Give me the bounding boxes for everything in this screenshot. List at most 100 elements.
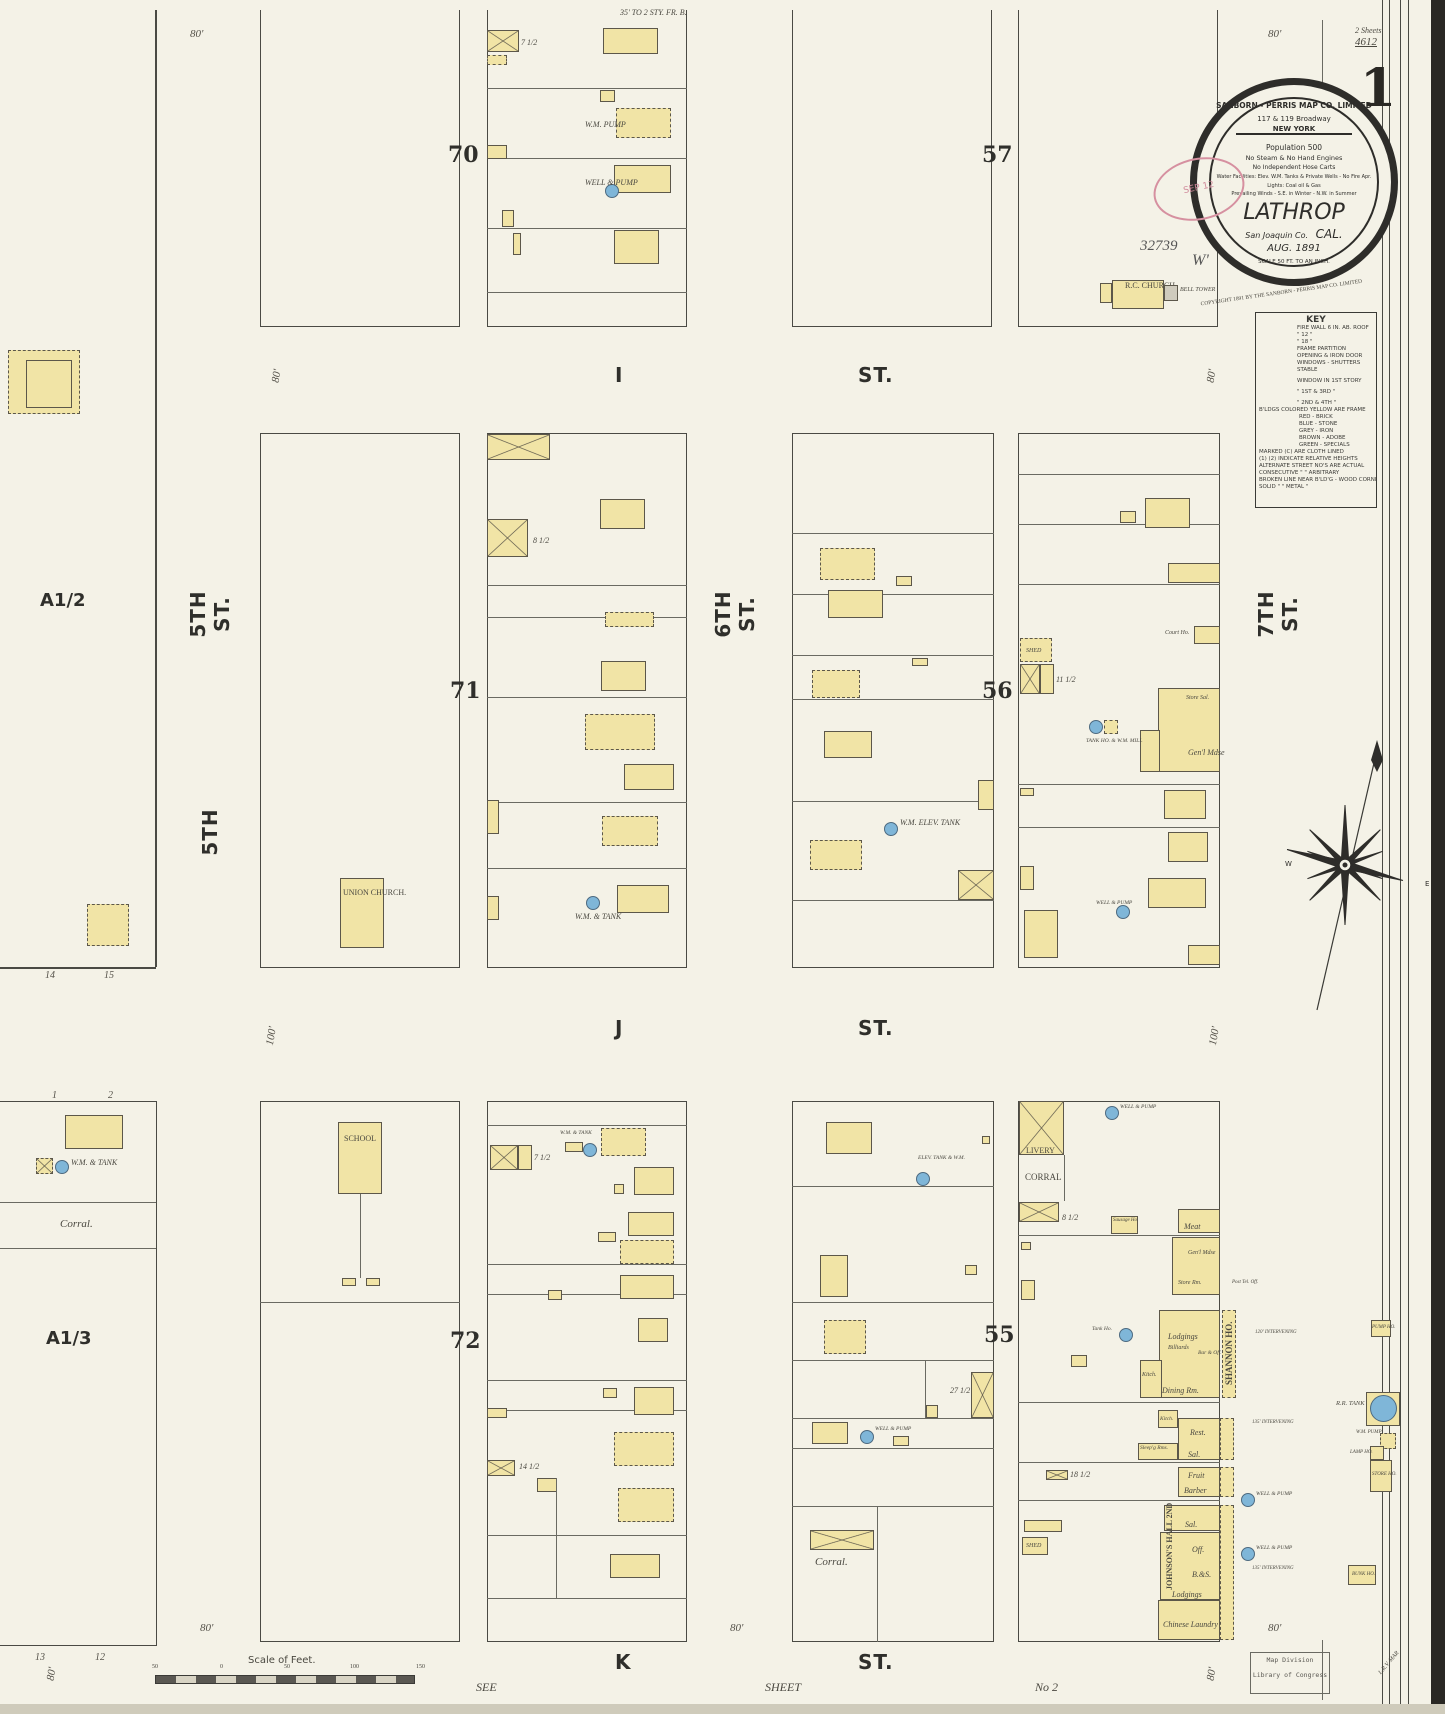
lot-number: 1 <box>52 1090 57 1101</box>
rc-church-label: R.C. CHURCH <box>1125 281 1176 290</box>
elev-tank-icon <box>916 1172 930 1186</box>
building-dwelling <box>1145 498 1190 528</box>
block-55-west <box>792 1101 994 1642</box>
building-shed <box>598 1232 616 1242</box>
street-label-i-st: ST. <box>858 363 894 387</box>
building-dwelling <box>638 1318 668 1342</box>
seal-state: CAL. <box>1315 227 1343 241</box>
lot-line <box>1018 524 1220 525</box>
building-meat-market <box>1178 1209 1220 1233</box>
seal-water: Water Facilities: Elev. W.M. Tanks & Pri… <box>1216 174 1372 180</box>
lodgings-label: Lodgings <box>1168 1332 1198 1341</box>
building-dwelling <box>618 1488 674 1522</box>
lot-line <box>487 1125 687 1126</box>
saloon-label: Sal. <box>1188 1450 1201 1459</box>
lot-line <box>487 1294 687 1295</box>
water-tank-icon <box>1089 720 1103 734</box>
catalog-number: 4612 <box>1355 36 1377 48</box>
building-shed <box>513 233 521 255</box>
building-shed <box>502 210 514 227</box>
shed-label: SHED <box>1026 1543 1042 1549</box>
building-stable <box>1019 1202 1059 1222</box>
building-court-house <box>1194 626 1220 644</box>
seal-company: SANBORN - PERRIS MAP CO. LIMITED <box>1216 101 1372 110</box>
building-dwelling <box>603 28 658 54</box>
seal-town: LATHROP <box>1243 200 1345 225</box>
footer-see: SEE <box>476 1680 497 1694</box>
building-shed <box>518 1145 532 1170</box>
building-shed <box>487 145 507 159</box>
wm-tank-label: W.M. & TANK <box>71 1158 118 1167</box>
building-stable <box>1046 1470 1068 1480</box>
livery-label: LIVERY <box>1026 1146 1055 1155</box>
building-shed <box>487 896 499 920</box>
building-dwelling <box>617 885 669 913</box>
post-office-label: Post Tel. Off. <box>1232 1280 1259 1285</box>
store-house-label: STORE HO. <box>1372 1472 1397 1477</box>
lot-line <box>877 1506 878 1642</box>
building-sausage-house <box>1111 1216 1138 1234</box>
building-dwelling <box>1168 563 1220 583</box>
well-pump-label: WELL & PUMP <box>1120 1104 1157 1110</box>
building-dwelling <box>1148 878 1206 908</box>
building-shed <box>548 1290 562 1300</box>
meat-label: Meat <box>1184 1222 1201 1231</box>
tank-house-label: Tank Ho. <box>1092 1326 1112 1332</box>
loc-stamp-line2: Library of Congress <box>1252 1671 1328 1679</box>
block-57-west <box>792 10 992 327</box>
lot-line <box>556 1478 557 1598</box>
block-number-57: 57 <box>982 142 1013 168</box>
wm-elev-tank-label: W.M. ELEV. TANK <box>900 818 961 827</box>
lot-line <box>260 1302 460 1303</box>
distance-label: 80' <box>1268 1622 1282 1634</box>
building-dwelling <box>614 1432 674 1466</box>
street-label-k: K <box>615 1650 632 1674</box>
lodgings-label-2: Lodgings <box>1172 1590 1202 1599</box>
lot-line <box>1018 474 1220 475</box>
key-row: WINDOWS - SHUTTERS <box>1297 360 1361 366</box>
street-label-7th: 7TH ST. <box>1254 590 1302 638</box>
building-dwelling <box>810 840 862 870</box>
building-shed <box>1024 1520 1062 1532</box>
building-dwelling <box>605 612 654 627</box>
scale-title: Scale of Feet. <box>248 1655 316 1666</box>
building-dwelling <box>65 1115 123 1149</box>
building-corral-shed <box>810 1530 874 1550</box>
lot-half-label: 11 1/2 <box>1056 675 1076 684</box>
windmill-pump-label: W.M. PUMP <box>585 120 626 129</box>
store-sal-label: Store Sal. <box>1186 695 1210 701</box>
key-row: STABLE <box>1297 367 1318 373</box>
lot-half-label: 7 1/2 <box>534 1153 551 1162</box>
lamp-house-label: LAMP HO. <box>1350 1450 1373 1455</box>
property-line <box>1322 20 1323 100</box>
building-school <box>338 1122 382 1194</box>
lot-line <box>792 1448 994 1449</box>
windmill-tank-icon <box>884 822 898 836</box>
building-dwelling <box>1024 910 1058 958</box>
johnsons-hall-label: JOHNSON'S HALL 2ND <box>1165 1502 1174 1590</box>
distance-label: 80' <box>1204 368 1219 384</box>
building-shed <box>1071 1355 1087 1367</box>
distance-label: 80' <box>200 1622 214 1634</box>
corral-label: Corral. <box>815 1556 848 1568</box>
key-row: " 1ST & 3RD " <box>1297 389 1336 395</box>
building-saloon <box>1164 1505 1220 1531</box>
handwritten-mark: W' <box>1192 252 1209 269</box>
seal-address: 117 & 119 Broadway <box>1257 115 1331 123</box>
building-shed <box>896 576 912 586</box>
lot-line <box>1018 784 1220 785</box>
block-70-east <box>487 10 687 327</box>
lot-line <box>792 1302 994 1303</box>
bell-tower-label: BELL TOWER <box>1180 287 1216 293</box>
corral-fence <box>1064 1155 1065 1201</box>
scale-tick: 50 <box>152 1664 158 1670</box>
well-pump-icon <box>1116 905 1130 919</box>
building-dwelling <box>610 1554 660 1578</box>
building-stable <box>490 1145 518 1170</box>
building-dwelling <box>87 904 129 946</box>
block-number-71: 71 <box>450 678 481 704</box>
loc-stamp-line1: Map Division <box>1266 1656 1314 1664</box>
compass-rose-icon: W E <box>1285 740 1429 1011</box>
library-of-congress-stamp: Map Division Library of Congress <box>1250 1652 1330 1694</box>
